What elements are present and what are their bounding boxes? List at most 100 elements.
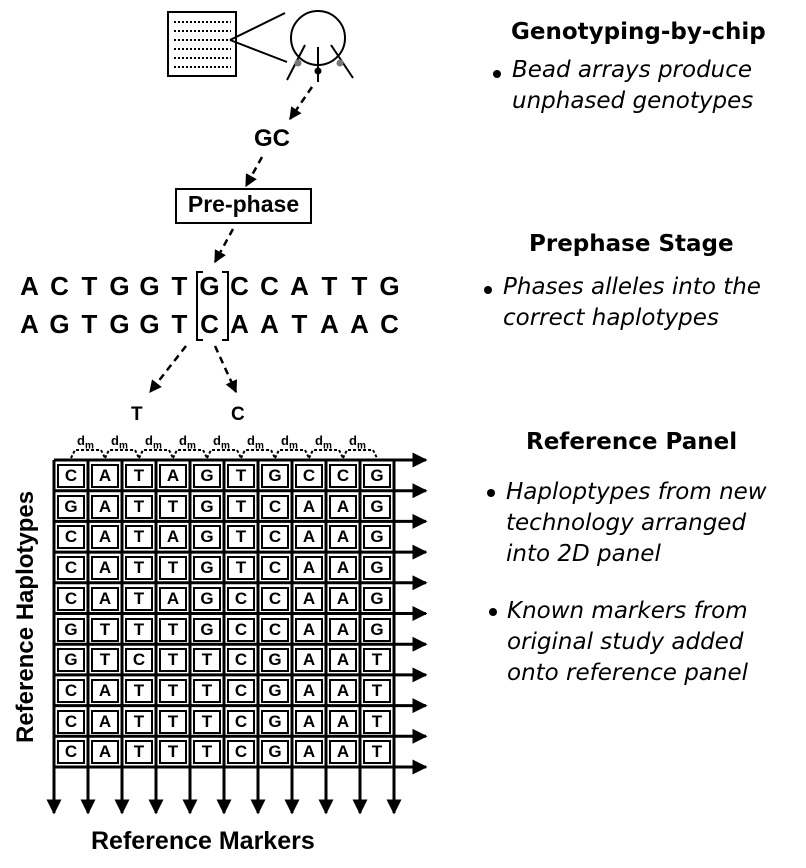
panel-cell: A: [91, 525, 119, 550]
arrow-gc-to-prephase: [244, 156, 264, 188]
panel-cell: T: [159, 494, 187, 519]
sequence-base: A: [320, 309, 339, 339]
panel-cell: C: [227, 709, 255, 734]
panel-cell: G: [363, 494, 391, 519]
panel-cell: A: [295, 617, 323, 642]
dm-base: d: [247, 433, 255, 448]
marker-distance-bracket: [240, 449, 276, 459]
panel-cell: A: [295, 494, 323, 519]
dm-base: d: [145, 433, 153, 448]
allele-label-t: T: [131, 404, 143, 425]
bead-icon: [286, 10, 354, 82]
panel-cell: A: [295, 740, 323, 765]
sequence-base: C: [50, 271, 69, 301]
panel-cell: T: [227, 556, 255, 581]
bullet-prephase: Phases alleles into the correct haplotyp…: [503, 274, 761, 331]
panel-cell: T: [363, 678, 391, 703]
marker-distance-label: dm: [247, 434, 264, 454]
panel-cell: T: [227, 494, 255, 519]
dm-sub: m: [220, 440, 230, 452]
dm-sub: m: [152, 440, 162, 452]
panel-cell: T: [91, 617, 119, 642]
marker-distance-label: dm: [179, 434, 196, 454]
panel-cell: G: [193, 525, 221, 550]
panel-cell: G: [193, 586, 221, 611]
panel-cell: A: [159, 464, 187, 488]
panel-cell: T: [363, 740, 391, 765]
sequence-base: A: [230, 309, 249, 339]
panel-cell: G: [363, 586, 391, 611]
panel-cell: A: [295, 678, 323, 703]
chip-icon: [167, 11, 288, 77]
panel-cell: C: [295, 464, 323, 488]
panel-cell: T: [193, 648, 221, 673]
panel-cell: T: [159, 740, 187, 765]
sequence-base: A: [350, 309, 369, 339]
panel-cell: T: [159, 556, 187, 581]
panel-cell: A: [295, 556, 323, 581]
marker-distance-label: dm: [315, 434, 332, 454]
panel-cell: A: [91, 678, 119, 703]
dm-base: d: [213, 433, 221, 448]
panel-cell: C: [261, 586, 289, 611]
dm-base: d: [281, 433, 289, 448]
panel-cell: T: [159, 678, 187, 703]
sequence-base: C: [380, 309, 399, 339]
arrow-seq-to-c: [213, 345, 238, 394]
dm-sub: m: [356, 440, 366, 452]
panel-cell: A: [91, 464, 119, 488]
marker-distance-bracket: [274, 449, 310, 459]
panel-cell: G: [363, 525, 391, 550]
panel-cell: C: [57, 586, 85, 611]
panel-cell: T: [159, 617, 187, 642]
panel-cell: G: [261, 709, 289, 734]
panel-cell: T: [125, 678, 153, 703]
sequence-base: G: [199, 271, 220, 301]
panel-cell: A: [91, 494, 119, 519]
dm-sub: m: [288, 440, 298, 452]
panel-cell: A: [329, 648, 357, 673]
sequence-base: C: [230, 271, 249, 301]
panel-cell: A: [295, 586, 323, 611]
panel-cell: G: [363, 464, 391, 488]
panel-cell: A: [91, 709, 119, 734]
panel-cell: C: [227, 740, 255, 765]
marker-distance-label: dm: [349, 434, 366, 454]
heading-genotyping: Genotyping-by-chip: [511, 19, 766, 45]
sequence-base: A: [20, 271, 39, 301]
arrow-prephase-to-seq: [213, 228, 235, 264]
prephase-box: Pre-phase: [175, 188, 312, 224]
dm-base: d: [77, 433, 85, 448]
panel-cell: G: [193, 494, 221, 519]
marker-distance-label: dm: [281, 434, 298, 454]
bullet-reference-2: Known markers from original study added …: [507, 598, 749, 686]
panel-cell: A: [329, 586, 357, 611]
marker-distance-bracket: [342, 449, 378, 459]
gc-label: GC: [254, 125, 290, 152]
panel-cell: A: [329, 709, 357, 734]
panel-cell: T: [125, 525, 153, 550]
panel-cell: C: [57, 709, 85, 734]
dm-base: d: [315, 433, 323, 448]
bullet-genotyping: Bead arrays produce unphased genotypes: [512, 57, 754, 114]
marker-distance-label: dm: [145, 434, 162, 454]
panel-cell: T: [125, 464, 153, 488]
panel-cell: G: [193, 464, 221, 488]
panel-cell: T: [125, 740, 153, 765]
panel-cell: G: [193, 617, 221, 642]
dm-base: d: [179, 433, 187, 448]
panel-cell: A: [329, 556, 357, 581]
panel-cell: G: [193, 556, 221, 581]
dm-sub: m: [186, 440, 196, 452]
panel-cell: T: [125, 709, 153, 734]
marker-distance-label: dm: [111, 434, 128, 454]
sequence-base: G: [139, 309, 160, 339]
panel-cell: A: [329, 678, 357, 703]
marker-distance-bracket: [138, 449, 174, 459]
panel-cell: T: [125, 494, 153, 519]
sequence-base: T: [291, 309, 308, 339]
panel-cell: C: [261, 617, 289, 642]
marker-distance-bracket: [172, 449, 208, 459]
